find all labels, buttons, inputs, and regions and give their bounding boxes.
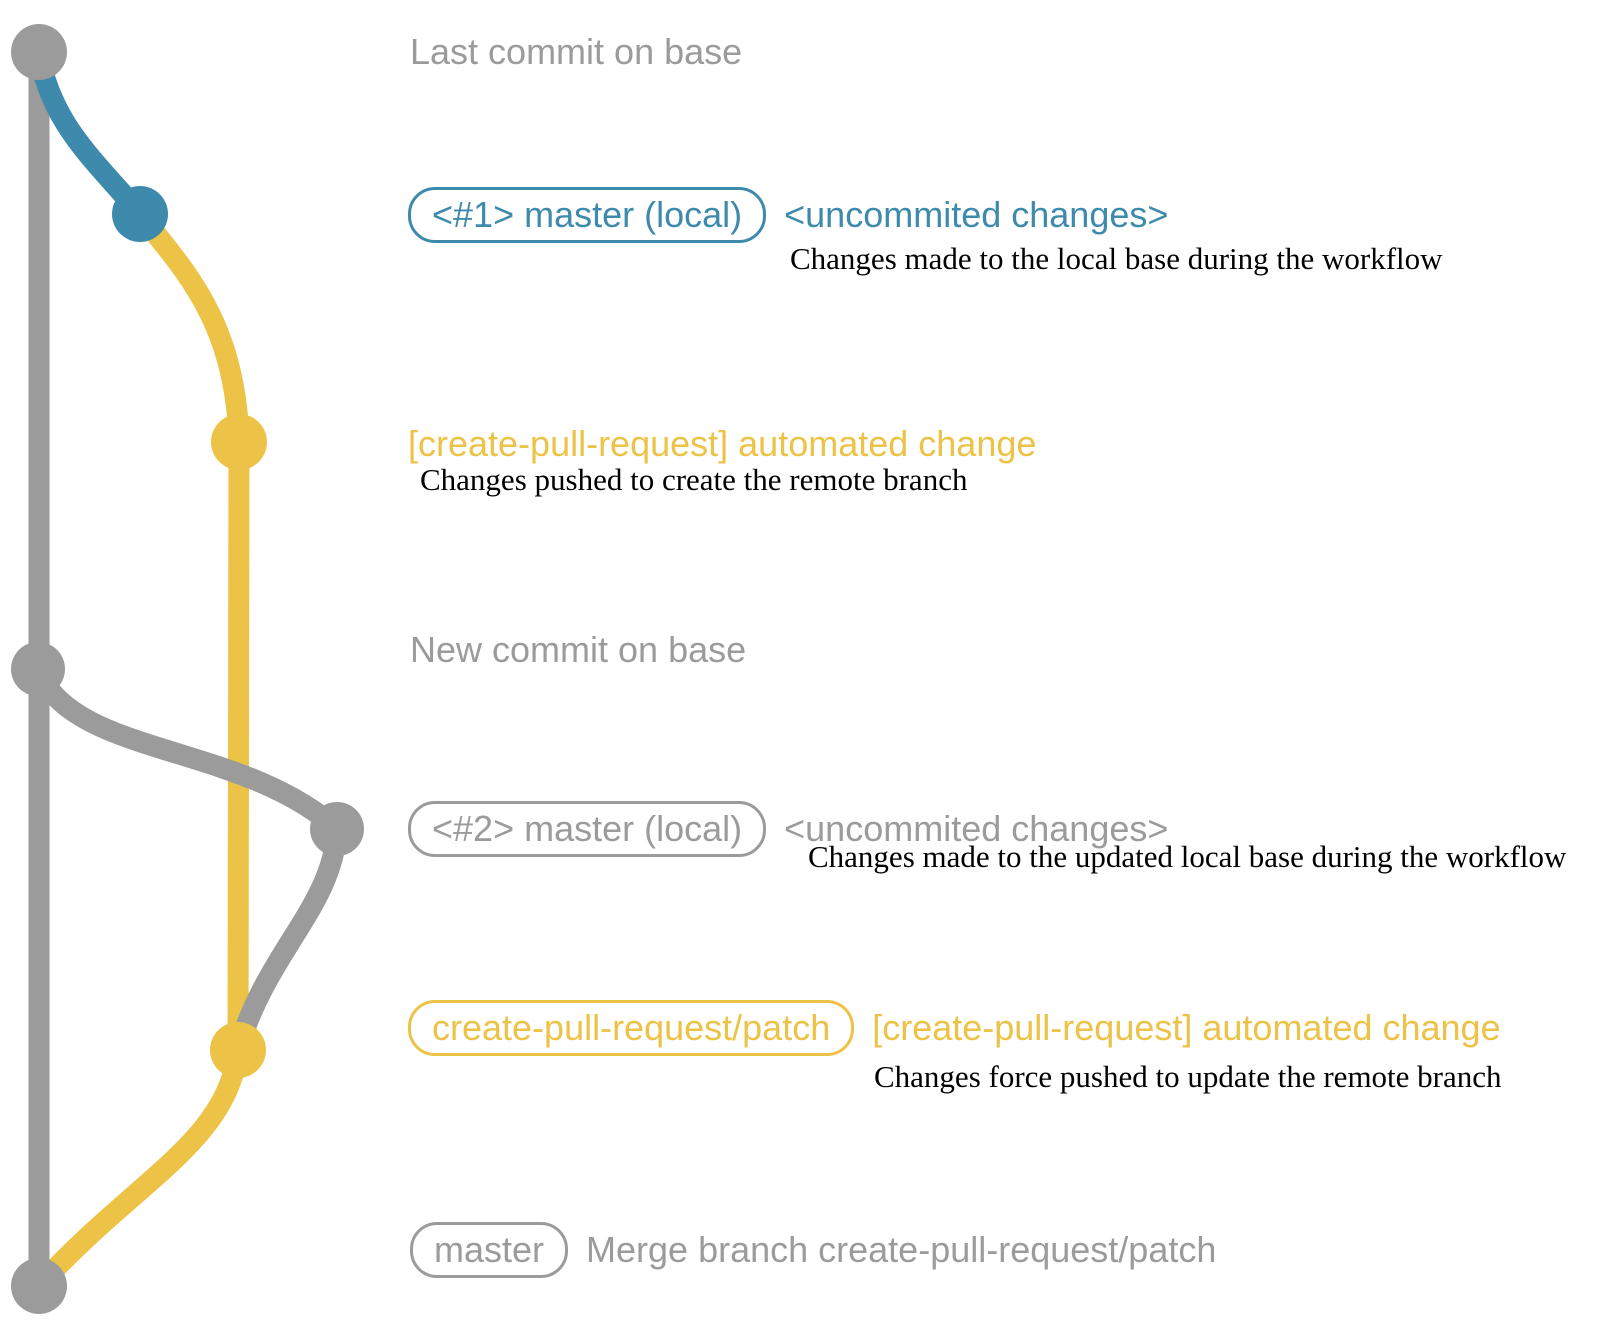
- row-last-commit: Last commit on base: [410, 24, 742, 80]
- commit-node-remote1: [211, 414, 267, 470]
- commit-node-local1: [112, 186, 168, 242]
- commit-node-local2: [310, 802, 364, 856]
- edge-local2-to-remote2: [227, 828, 348, 1053]
- local2-commit-message: <uncommited changes>: [784, 808, 1169, 849]
- remote2-commit-message: [create-pull-request] automated change: [872, 1007, 1501, 1048]
- last-commit-label: Last commit on base: [410, 31, 743, 72]
- row-remote2: create-pull-request/patch [create-pull-r…: [408, 1000, 1501, 1056]
- local1-caption: Changes made to the local base during th…: [790, 241, 1443, 276]
- remote1-caption: Changes pushed to create the remote bran…: [420, 462, 968, 497]
- row-local1: <#1> master (local) <uncommited changes>: [408, 187, 1168, 243]
- row-local2: <#2> master (local) <uncommited changes>: [408, 801, 1168, 857]
- local2-caption: Changes made to the updated local base d…: [808, 839, 1567, 874]
- edge-local1-to-remote1: [131, 207, 250, 443]
- row-merge: master Merge branch create-pull-request/…: [410, 1222, 1216, 1278]
- local1-commit-message: <uncommited changes>: [784, 194, 1169, 235]
- edge-base-to-local1: [28, 50, 149, 221]
- branch-badge-master-label: master: [434, 1229, 545, 1270]
- branch-badge-local2-label: <#2> master (local): [432, 808, 743, 849]
- commit-node-remote2: [210, 1022, 266, 1078]
- new-commit-label: New commit on base: [410, 629, 747, 670]
- remote2-caption: Changes force pushed to update the remot…: [874, 1059, 1502, 1094]
- row-new-commit: New commit on base: [410, 622, 746, 678]
- edge-remote2-to-merge: [31, 1048, 249, 1294]
- branch-badge-patch-label: create-pull-request/patch: [432, 1007, 831, 1048]
- commit-node-last-base: [11, 24, 67, 80]
- branch-badge-patch: create-pull-request/patch: [408, 1000, 855, 1056]
- commit-node-new-base: [11, 642, 65, 696]
- commit-graph: [11, 24, 364, 1314]
- branch-badge-local1: <#1> master (local): [408, 187, 767, 243]
- remote-branch-line: [227, 441, 250, 1051]
- branch-badge-local2: <#2> master (local): [408, 801, 767, 857]
- edge-base-to-local2: [28, 664, 345, 837]
- row-remote1: [create-pull-request] automated change: [408, 416, 1036, 472]
- remote1-commit-message: [create-pull-request] automated change: [408, 423, 1037, 464]
- branch-badge-master: master: [410, 1222, 569, 1278]
- merge-commit-message: Merge branch create-pull-request/patch: [586, 1229, 1217, 1270]
- branch-badge-local1-label: <#1> master (local): [432, 194, 743, 235]
- commit-node-merge: [11, 1258, 67, 1314]
